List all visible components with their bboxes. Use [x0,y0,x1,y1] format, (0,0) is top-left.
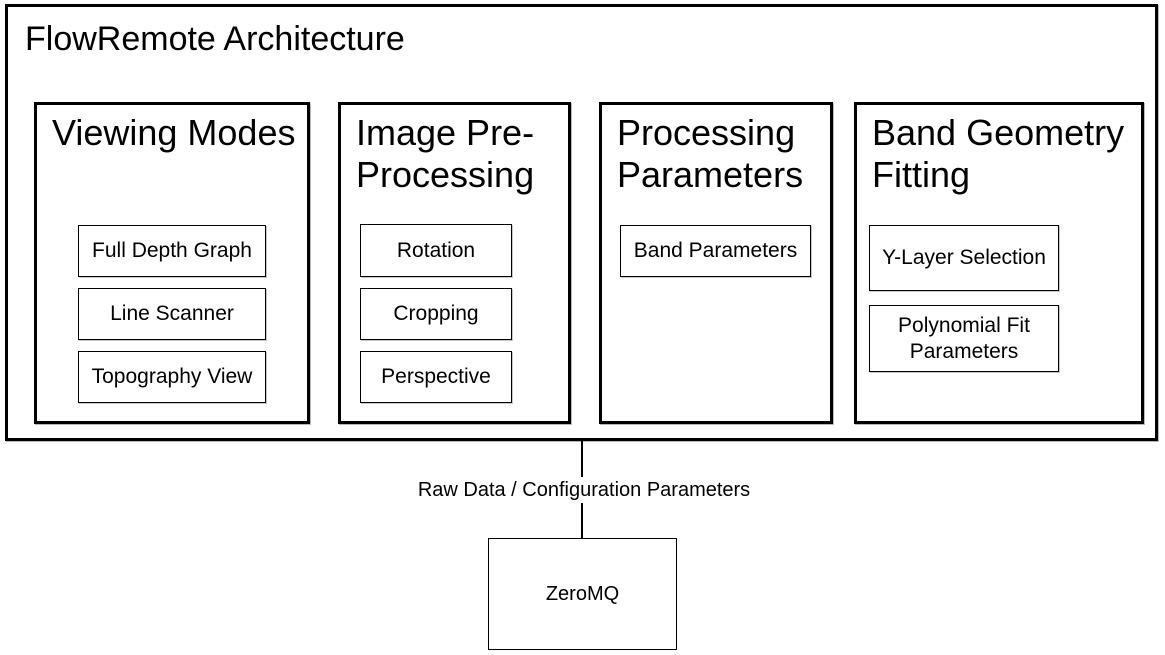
item-label: Line Scanner [110,302,234,325]
item-line-scanner: Line Scanner [78,288,266,340]
section-title: Image Pre-Processing [356,112,535,195]
connector-label: Raw Data / Configuration Parameters [404,477,764,503]
section-title: Processing Parameters [617,112,804,195]
item-y-layer-selection: Y-Layer Selection [869,225,1059,291]
zeromq-label: ZeroMQ [545,582,620,605]
section-image-pre-processing: Image Pre-Processing Rotation Cropping P… [338,102,571,424]
item-topography-view: Topography View [78,351,266,403]
item-label: Polynomial Fit Parameters [898,313,1030,363]
section-band-geometry-fitting: Band Geometry Fitting Y-Layer Selection … [854,102,1144,424]
item-label: Band Parameters [633,239,798,262]
item-full-depth-graph: Full Depth Graph [78,225,266,277]
section-viewing-modes: Viewing Modes Full Depth Graph Line Scan… [34,102,310,424]
item-label: Perspective [381,365,491,388]
item-label: Cropping [393,302,479,325]
zeromq-node: ZeroMQ [488,538,677,650]
section-processing-parameters: Processing Parameters Band Parameters [599,102,833,424]
architecture-container: FlowRemote Architecture Viewing Modes Fu… [5,4,1158,441]
item-cropping: Cropping [360,288,512,340]
section-title: Band Geometry Fitting [872,112,1125,195]
item-perspective: Perspective [360,351,512,403]
item-rotation: Rotation [360,224,512,277]
item-label: Topography View [91,365,253,388]
item-label: Y-Layer Selection [882,246,1046,269]
item-band-parameters: Band Parameters [620,225,811,277]
item-polynomial-fit-parameters: Polynomial Fit Parameters [869,305,1059,372]
section-title: Viewing Modes [52,112,296,153]
diagram-title: FlowRemote Architecture [25,20,405,58]
item-label: Full Depth Graph [92,239,252,262]
item-label: Rotation [396,238,476,262]
